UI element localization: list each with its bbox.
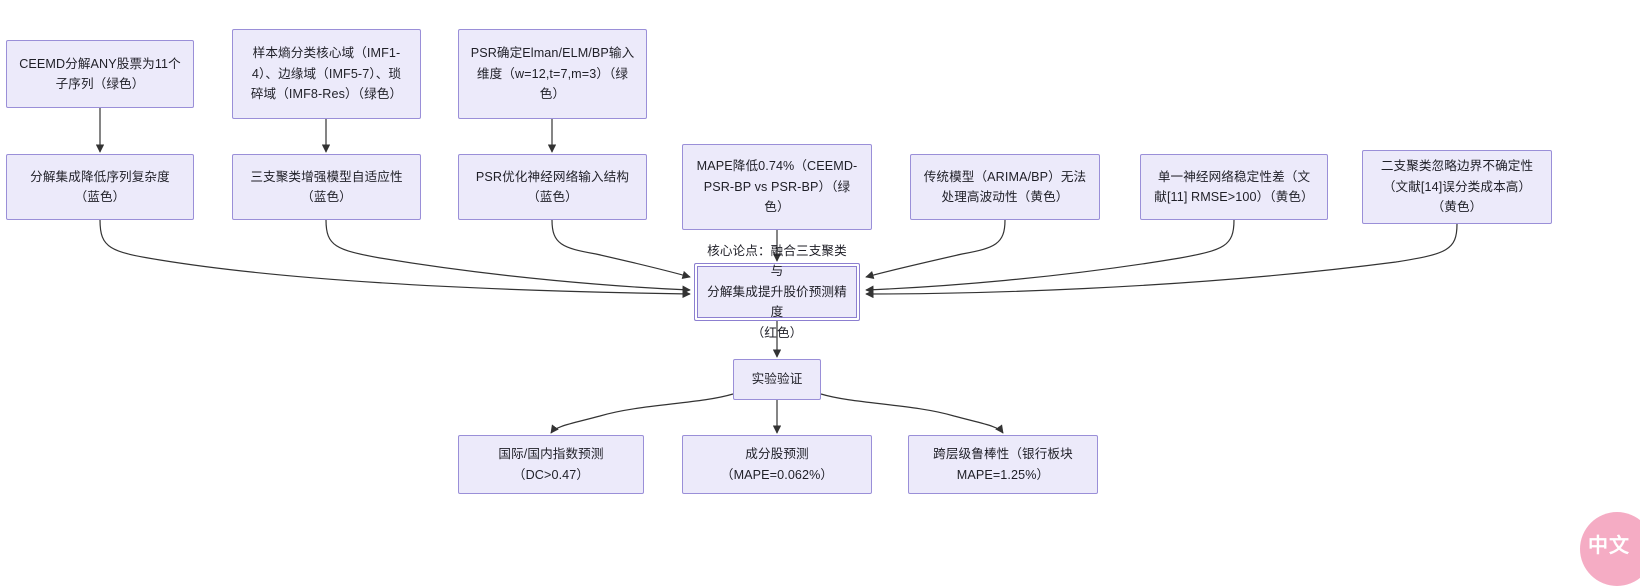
- node-label: 单一神经网络稳定性差（文 献[11] RMSE>100）（黄色）: [1154, 169, 1314, 204]
- node-label: 样本熵分类核心域（IMF1- 4）、边缘域（IMF5-7）、琐 碎域（IMF8-…: [250, 46, 403, 102]
- node-label: 实验验证: [751, 372, 803, 387]
- edge-n5-core: [325, 219, 691, 294]
- edge-n4-core: [99, 219, 691, 299]
- node-evidence-mape[interactable]: MAPE降低0.74%（CEEMD- PSR-BP vs PSR-BP）（绿 色…: [682, 144, 872, 230]
- edge-n10-core: [865, 223, 1458, 299]
- node-gap-two-way-clustering[interactable]: 二支聚类忽略边界不确定性 （文献[14]误分类成本高） （黄色）: [1362, 150, 1552, 224]
- flowchart-canvas: CEEMD分解ANY股票为11个 子序列（绿色） 样本熵分类核心域（IMF1- …: [6, 29, 1640, 586]
- node-method-entropy[interactable]: 样本熵分类核心域（IMF1- 4）、边缘域（IMF5-7）、琐 碎域（IMF8-…: [232, 29, 421, 119]
- watermark-label: 中文: [1588, 534, 1630, 557]
- node-finding-structure[interactable]: PSR优化神经网络输入结构 （蓝色）: [458, 154, 647, 220]
- node-gap-traditional[interactable]: 传统模型（ARIMA/BP）无法 处理高波动性（黄色）: [910, 154, 1100, 220]
- node-method-psr[interactable]: PSR确定Elman/ELM/BP输入 维度（w=12,t=7,m=3）（绿 色…: [458, 29, 647, 119]
- edge-n8-core: [865, 219, 1006, 280]
- node-finding-complexity[interactable]: 分解集成降低序列复杂度 （蓝色）: [6, 154, 194, 220]
- node-method-ceemd[interactable]: CEEMD分解ANY股票为11个 子序列（绿色）: [6, 40, 194, 108]
- node-label: 三支聚类增强模型自适应性 （蓝色）: [250, 169, 403, 204]
- node-label: 分解集成降低序列复杂度 （蓝色）: [30, 169, 170, 204]
- node-result-cross-level-robustness[interactable]: 跨层级鲁棒性（银行板块 MAPE=1.25%）: [908, 435, 1098, 494]
- edge-n6-core: [551, 219, 691, 280]
- watermark-logo: 中文: [1580, 512, 1640, 586]
- edge-n11-n14: [820, 393, 1004, 434]
- node-label: PSR确定Elman/ELM/BP输入 维度（w=12,t=7,m=3）（绿 色…: [470, 46, 635, 102]
- node-label: PSR优化神经网络输入结构 （蓝色）: [475, 169, 630, 204]
- node-experiment-validation[interactable]: 实验验证: [733, 359, 821, 400]
- node-label: 跨层级鲁棒性（银行板块 MAPE=1.25%）: [933, 447, 1073, 482]
- node-core-thesis[interactable]: 核心论点：融合三支聚类与 分解集成提升股价预测精度 （红色）: [694, 244, 860, 340]
- edge-n11-n12: [550, 393, 734, 434]
- node-label: MAPE降低0.74%（CEEMD- PSR-BP vs PSR-BP）（绿 色…: [696, 159, 858, 215]
- node-label: 传统模型（ARIMA/BP）无法 处理高波动性（黄色）: [923, 169, 1087, 204]
- edge-n9-core: [865, 219, 1235, 294]
- node-label: 二支聚类忽略边界不确定性 （文献[14]误分类成本高） （黄色）: [1380, 159, 1534, 215]
- node-result-constituent-stock[interactable]: 成分股预测 （MAPE=0.062%）: [682, 435, 872, 494]
- node-finding-adaptivity[interactable]: 三支聚类增强模型自适应性 （蓝色）: [232, 154, 421, 220]
- node-label: 核心论点：融合三支聚类与 分解集成提升股价预测精度 （红色）: [707, 244, 847, 340]
- node-result-index-prediction[interactable]: 国际/国内指数预测 （DC>0.47）: [458, 435, 644, 494]
- node-label: 国际/国内指数预测 （DC>0.47）: [498, 447, 604, 482]
- node-label: 成分股预测 （MAPE=0.062%）: [720, 447, 834, 482]
- node-gap-single-nn[interactable]: 单一神经网络稳定性差（文 献[11] RMSE>100）（黄色）: [1140, 154, 1328, 220]
- node-label: CEEMD分解ANY股票为11个 子序列（绿色）: [19, 56, 181, 91]
